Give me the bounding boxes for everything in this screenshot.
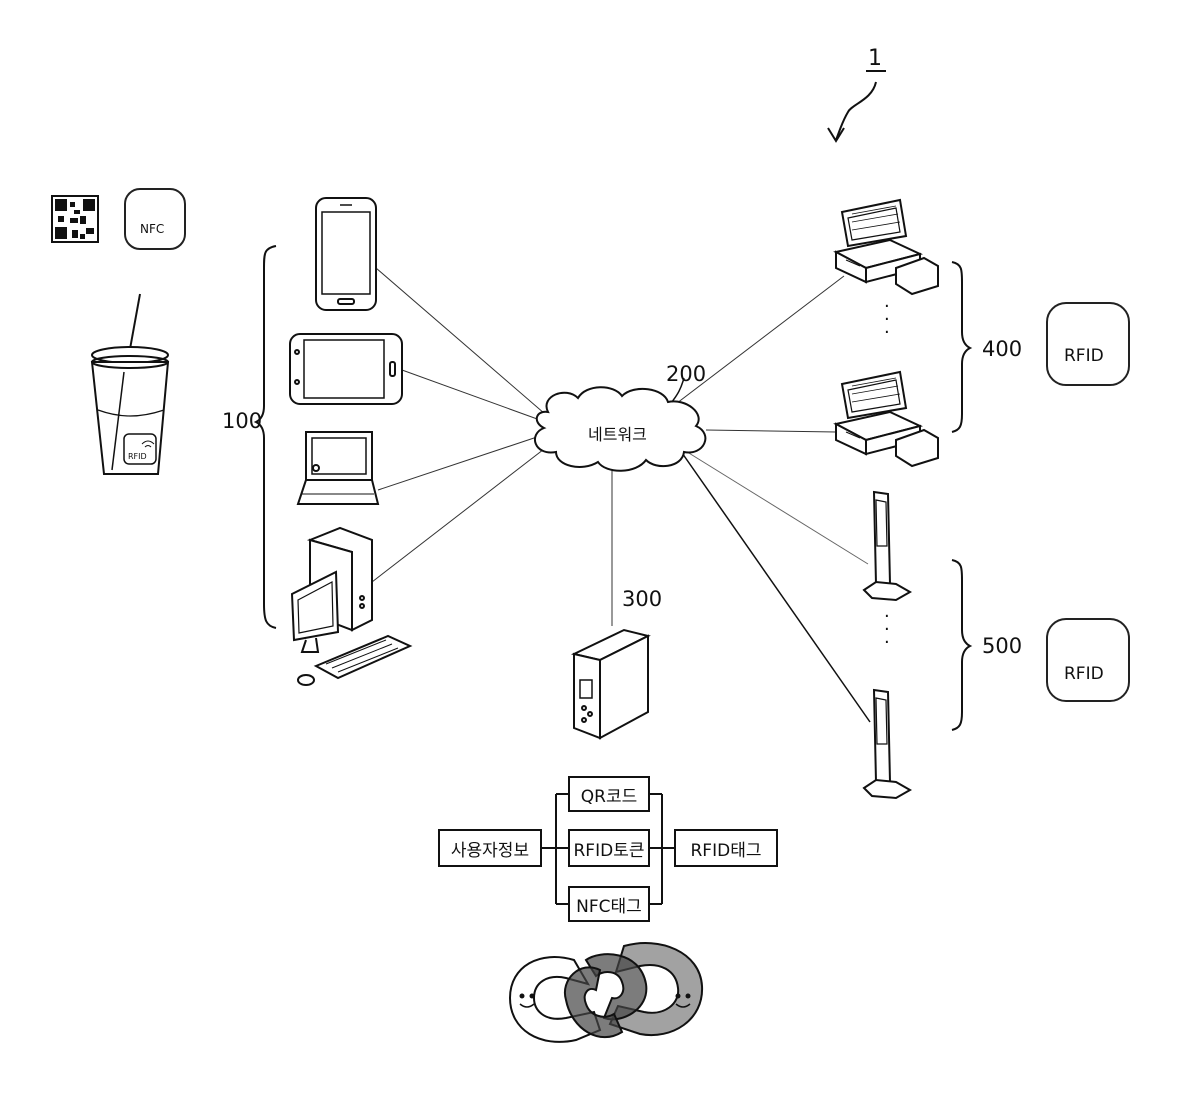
label-server-ref: 300 — [622, 587, 662, 611]
tablet-icon — [290, 334, 402, 404]
pos-ellipsis: · · · — [884, 300, 890, 339]
kiosk-icon — [864, 690, 910, 798]
rfid-badge-pos-label: RFID — [1064, 346, 1104, 366]
label-network-ref: 200 — [666, 362, 706, 386]
nfc-tag-box: NFC태그 — [568, 886, 650, 922]
nfc-badge-label: NFC — [140, 222, 164, 236]
user-info-box: 사용자정보 — [438, 829, 542, 867]
label-kiosk-ref: 500 — [982, 634, 1022, 658]
nfc-badge — [124, 188, 186, 250]
label-pos-ref: 400 — [982, 337, 1022, 361]
rfid-badge-kiosk — [1046, 618, 1130, 702]
desktop-computer-icon — [292, 528, 410, 685]
pos-terminal-icon — [836, 372, 938, 466]
cup-icon — [92, 294, 168, 474]
cup-rfid-label: RFID — [128, 452, 147, 461]
label-network-name: 네트워크 — [588, 421, 647, 445]
qr-code-icon — [52, 196, 98, 242]
brace-400 — [952, 262, 970, 432]
rfid-token-box: RFID토큰 — [568, 829, 650, 867]
kiosk-icon — [864, 492, 910, 600]
laptop-icon — [298, 432, 378, 504]
brace-100 — [256, 246, 276, 628]
chain-link-logo — [510, 943, 702, 1042]
figure-number: 1 — [868, 46, 882, 71]
rfid-tag-box: RFID태그 — [674, 829, 778, 867]
smartphone-icon — [316, 198, 376, 310]
qr-code-box: QR코드 — [568, 776, 650, 812]
figure-arrow — [828, 71, 886, 141]
server-icon — [574, 630, 648, 738]
label-user-devices: 100 — [222, 409, 262, 433]
rfid-badge-pos — [1046, 302, 1130, 386]
pos-terminal-icon — [836, 200, 938, 294]
rfid-badge-kiosk-label: RFID — [1064, 664, 1104, 684]
brace-500 — [952, 560, 970, 730]
kiosk-ellipsis: · · · — [884, 610, 890, 649]
